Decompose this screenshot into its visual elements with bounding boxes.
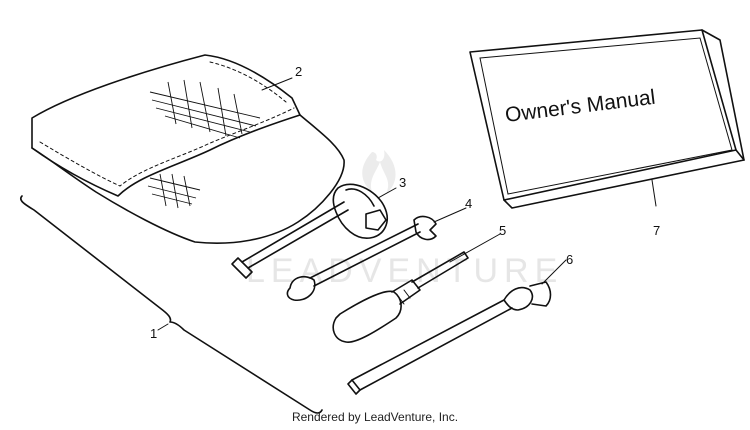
screwdriver	[332, 251, 469, 343]
watermark-text: LEADVENTURE	[246, 252, 563, 290]
socket-wrench	[231, 183, 388, 279]
combination-wrench	[286, 215, 437, 302]
watermark-flame-icon	[362, 150, 396, 194]
callout-5: 5	[499, 223, 506, 238]
callout-4: 4	[465, 196, 472, 211]
callout-labels: 1 2 3 4 5 6 7	[150, 64, 660, 341]
extension-bar	[347, 281, 552, 395]
callout-7: 7	[653, 223, 660, 238]
leader-lines	[157, 77, 657, 331]
callout-1: 1	[150, 326, 157, 341]
watermark: LEADVENTURE	[246, 150, 563, 290]
callout-3: 3	[399, 175, 406, 190]
group-bracket	[19, 195, 323, 414]
owners-manual: Owner's Manual	[469, 29, 745, 209]
tool-pouch	[31, 54, 345, 244]
manual-title: Owner's Manual	[504, 86, 657, 127]
callout-6: 6	[566, 252, 573, 267]
callout-2: 2	[295, 64, 302, 79]
render-credit: Rendered by LeadVenture, Inc.	[291, 410, 459, 424]
